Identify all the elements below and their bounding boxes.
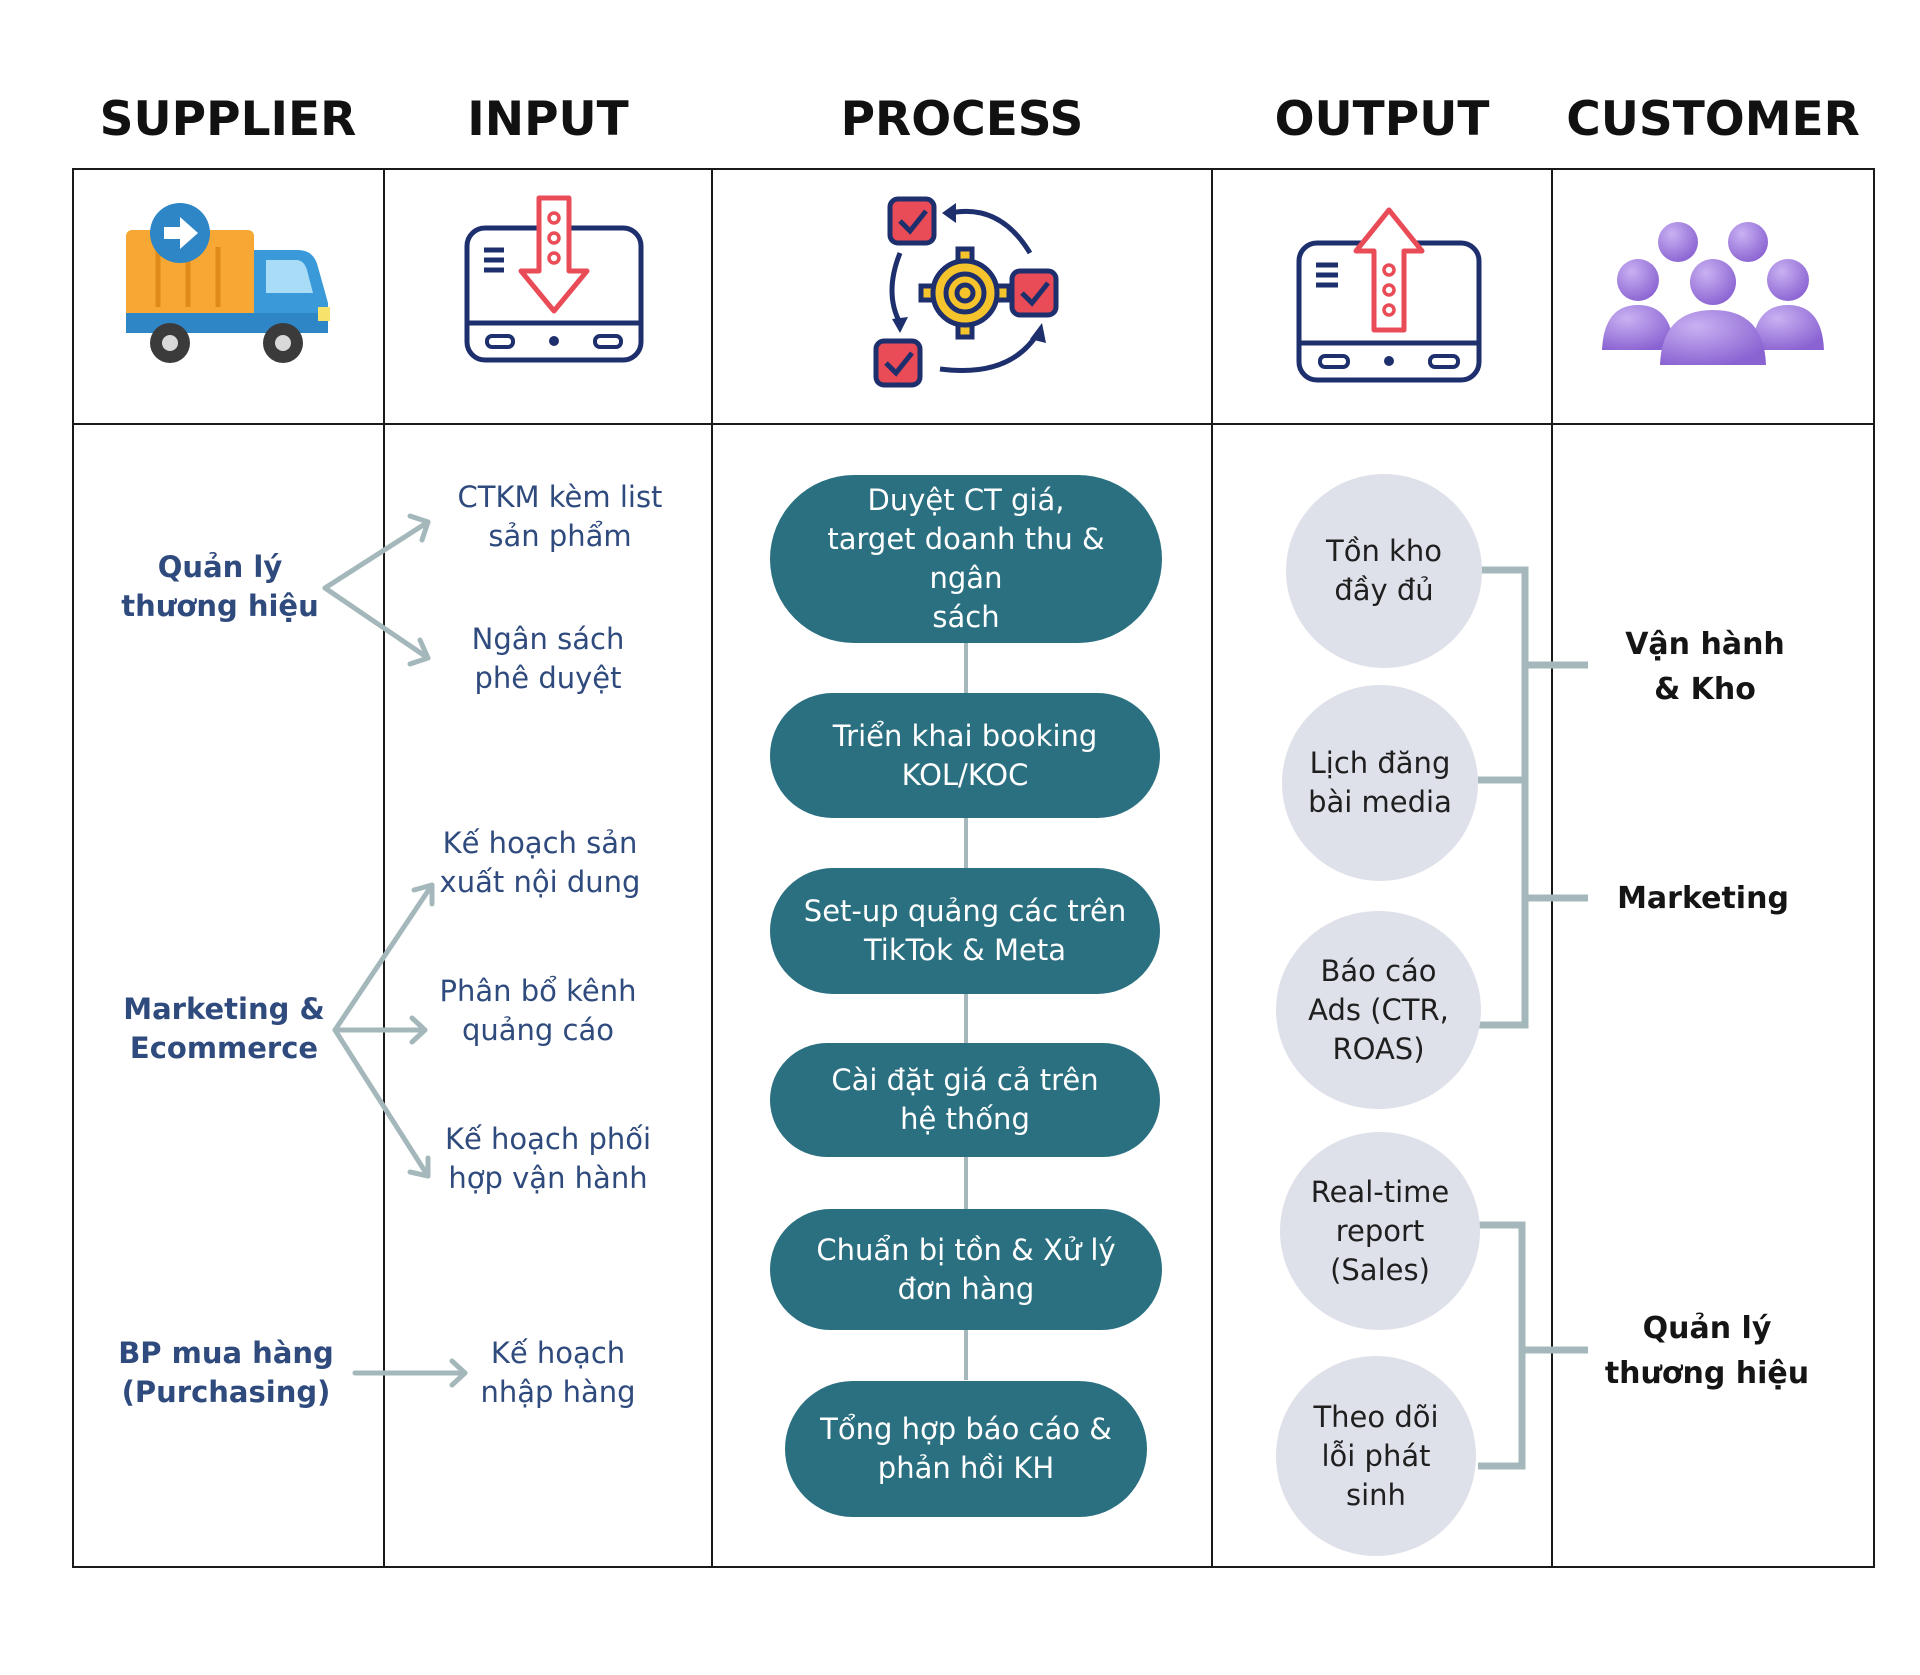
table-divider-2 (711, 168, 713, 1568)
process-step-4: Cài đặt giá cả trên hệ thống (770, 1043, 1160, 1157)
output-ton-kho: Tồn kho đầy đủ (1286, 474, 1482, 668)
input-ctkm-list: CTKM kèm list sản phẩm (457, 480, 663, 553)
download-tablet-icon (464, 195, 644, 363)
input-phan-bo-kenh: Phân bổ kênh quảng cáo (439, 974, 637, 1047)
table-border-right (1873, 168, 1875, 1568)
header-process: PROCESS (840, 92, 1084, 147)
gear-cycle-checklist-icon (873, 196, 1059, 388)
header-input: INPUT (467, 92, 629, 147)
process-step-1: Duyệt CT giá, target doanh thu & ngân sá… (770, 475, 1162, 643)
output-lich-dang-bai: Lịch đăng bài media (1282, 685, 1478, 881)
table-border-bottom (72, 1566, 1875, 1568)
table-border-left (72, 168, 74, 1568)
user-group-icon (1602, 222, 1824, 365)
supplier-purchasing: BP mua hàng (Purchasing) (118, 1336, 334, 1409)
process-step-6: Tổng hợp báo cáo & phản hồi KH (785, 1381, 1147, 1517)
process-step-3: Set-up quảng các trên TikTok & Meta (770, 868, 1160, 994)
output-theo-doi-loi: Theo dõi lỗi phát sinh (1276, 1356, 1476, 1556)
customer-van-hanh-kho: Vận hành & Kho (1625, 627, 1785, 707)
process-step-5: Chuẩn bị tồn & Xử lý đơn hàng (770, 1209, 1162, 1330)
table-border-top (72, 168, 1875, 170)
table-divider-1 (383, 168, 385, 1568)
output-real-time-report: Real-time report (Sales) (1280, 1132, 1480, 1330)
customer-marketing: Marketing (1617, 881, 1789, 916)
input-ke-hoach-nhap-hang: Kế hoạch nhập hàng (480, 1336, 636, 1409)
customer-quan-ly-thuong-hieu: Quản lý thương hiệu (1604, 1311, 1810, 1391)
header-output: OUTPUT (1274, 92, 1490, 147)
supplier-quan-ly-thuong-hieu: Quản lý thương hiệu (121, 550, 319, 623)
header-customer: CUSTOMER (1566, 92, 1860, 147)
table-divider-4 (1551, 168, 1553, 1568)
supplier-marketing-ecommerce: Marketing & Ecommerce (123, 992, 325, 1065)
output-bao-cao-ads: Báo cáo Ads (CTR, ROAS) (1276, 911, 1481, 1109)
delivery-truck-icon (126, 203, 330, 363)
table-divider-3 (1211, 168, 1213, 1568)
table-divider-row (72, 423, 1875, 425)
process-step-2: Triển khai booking KOL/KOC (770, 693, 1160, 818)
upload-tablet-icon (1296, 207, 1482, 383)
header-supplier: SUPPLIER (99, 92, 357, 147)
input-ngan-sach: Ngân sách phê duyệt (471, 622, 625, 695)
input-ke-hoach-van-hanh: Kế hoạch phối hợp vận hành (444, 1122, 652, 1195)
input-ke-hoach-noi-dung: Kế hoạch sản xuất nội dung (439, 826, 641, 899)
